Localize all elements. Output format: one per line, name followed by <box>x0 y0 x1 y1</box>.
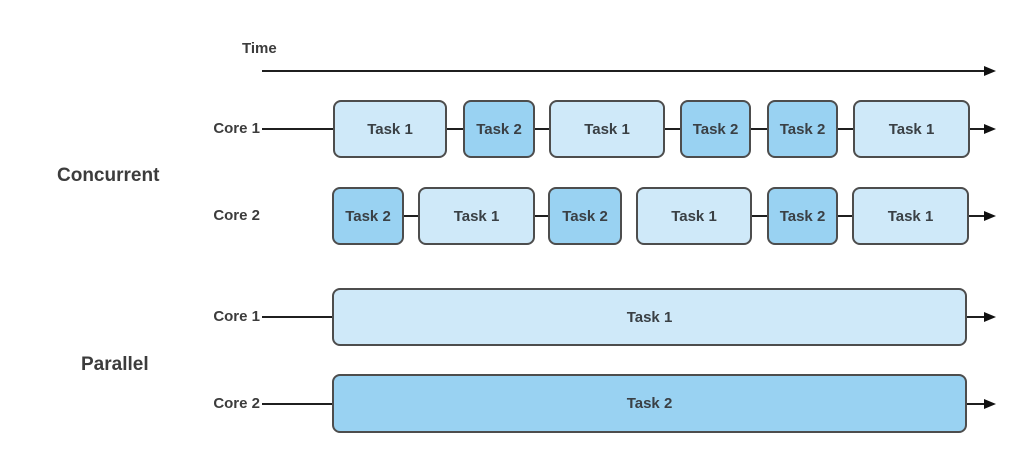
task-box: Task 2 <box>463 100 535 158</box>
core-leader-line <box>262 128 333 130</box>
row-arrow-icon <box>984 124 996 134</box>
task-connector-line <box>665 128 680 130</box>
task-connector-line <box>838 128 853 130</box>
task-connector-line <box>535 215 548 217</box>
core-leader-line <box>262 316 332 318</box>
task-connector-line <box>404 215 418 217</box>
core-label: Core 2 <box>213 394 260 412</box>
task-box: Task 1 <box>853 100 970 158</box>
task-box: Task 2 <box>332 187 404 245</box>
task-box: Task 1 <box>852 187 969 245</box>
core-label: Core 1 <box>213 120 260 137</box>
time-axis-arrow-icon <box>984 66 996 76</box>
task-box: Task 1 <box>636 187 752 245</box>
task-connector-line <box>447 128 463 130</box>
row-arrow-icon <box>984 398 996 409</box>
core-label: Core 1 <box>213 308 260 325</box>
task-box: Task 2 <box>332 374 967 433</box>
task-box: Task 1 <box>418 187 535 245</box>
task-box: Task 1 <box>332 288 967 346</box>
time-axis-line <box>262 70 985 72</box>
time-axis-label: Time <box>242 40 277 57</box>
task-connector-line <box>751 128 767 130</box>
section-label-concurrent: Concurrent <box>57 165 160 186</box>
task-box: Task 2 <box>767 100 838 158</box>
row-arrow-icon <box>984 211 996 221</box>
task-connector-line <box>752 215 767 217</box>
core-label: Core 2 <box>213 207 260 224</box>
task-box: Task 2 <box>548 187 622 245</box>
section-label-parallel: Parallel <box>81 354 149 375</box>
task-box: Task 1 <box>333 100 447 158</box>
row-arrow-line <box>967 316 984 318</box>
row-arrow-icon <box>984 312 996 322</box>
task-box: Task 2 <box>767 187 838 245</box>
row-arrow-line <box>969 215 984 217</box>
row-arrow-line <box>970 128 984 130</box>
task-box: Task 1 <box>549 100 665 158</box>
core-leader-line <box>262 402 332 405</box>
row-arrow-line <box>967 402 984 405</box>
task-connector-line <box>838 215 852 217</box>
task-connector-line <box>535 128 549 130</box>
task-box: Task 2 <box>680 100 751 158</box>
